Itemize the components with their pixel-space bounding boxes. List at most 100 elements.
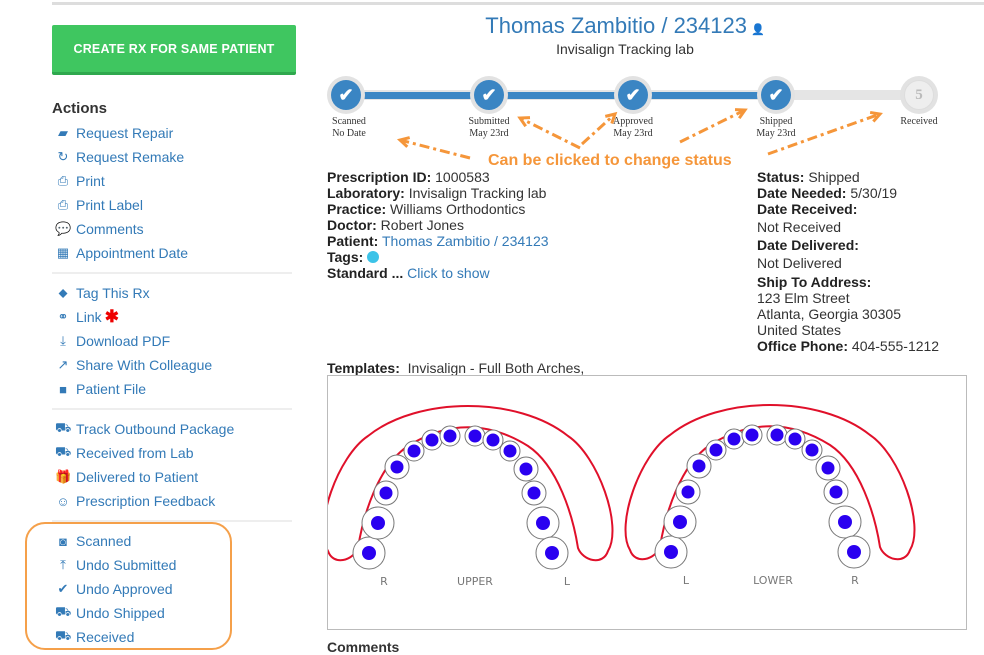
truck-icon: ⛟ (55, 628, 72, 643)
sidebar-divider (52, 272, 292, 274)
label: Date Delivered: (757, 237, 859, 253)
print-icon: ⎙ (57, 173, 69, 188)
create-rx-same-patient-button[interactable]: CREATE RX FOR SAME PATIENT (52, 25, 296, 75)
action-download-pdf[interactable]: ⤓Download PDF (55, 330, 170, 352)
action-prescription-feedback[interactable]: ☺ Prescription Feedback (55, 490, 215, 512)
annotation-arrow (580, 112, 617, 146)
practice: Williams Orthodontics (390, 201, 526, 217)
action-label: Patient File (76, 381, 147, 397)
action-link[interactable]: ⚭Link✱ (55, 306, 119, 328)
status-step-approved[interactable]: ✔ (614, 76, 652, 114)
lab-subtitle: Invisalign Tracking lab (556, 41, 694, 57)
step-number: 5 (904, 80, 934, 110)
action-label: Tag This Rx (76, 285, 150, 301)
lower-left-label: L (683, 574, 690, 587)
tooth-marker (390, 460, 404, 474)
tooth-marker (847, 545, 861, 559)
action-share-with-colleague[interactable]: ↗Share With Colleague (55, 354, 213, 376)
date-received: Not Received (757, 219, 842, 235)
comments-icon: 💬 (55, 221, 72, 236)
prescription-details: Prescription ID: 1000583 Laboratory: Inv… (327, 169, 549, 281)
action-undo-approved[interactable]: ✔ Undo Approved (55, 578, 173, 600)
action-label: Scanned (76, 533, 132, 549)
person-icon: 👤 (751, 24, 765, 36)
action-track-outbound-package[interactable]: ⛟Track Outbound Package (55, 418, 234, 440)
annotation-arrow (399, 138, 471, 160)
action-label: Received from Lab (76, 445, 194, 461)
action-label: Delivered to Patient (76, 469, 199, 485)
status-step-received[interactable]: 5 (900, 76, 938, 114)
step-label: Received (879, 116, 959, 128)
standard-click-to-show-link[interactable]: Click to show (407, 265, 490, 281)
status-details: Status: Shipped Date Needed: 5/30/19 Dat… (757, 169, 939, 354)
action-label: Prescription Feedback (76, 493, 216, 509)
action-comments[interactable]: 💬 Comments (55, 218, 144, 240)
step-name: Submitted (468, 116, 510, 127)
tooth-marker (692, 459, 706, 473)
action-label: Print (76, 173, 105, 189)
camera-icon: ◙ (59, 533, 67, 549)
step-name: Received (900, 116, 938, 127)
actions-heading: Actions (52, 100, 108, 117)
patient-title-link[interactable]: Thomas Zambitio / 234123 (485, 13, 747, 38)
tooth-marker (681, 485, 695, 499)
required-asterisk-icon: ✱ (104, 307, 119, 326)
action-request-repair[interactable]: ▰Request Repair (55, 122, 173, 144)
action-received-from-lab[interactable]: ⛟Received from Lab (55, 442, 194, 464)
action-print-label[interactable]: ⎙Print Label (55, 194, 143, 216)
status-step-scanned[interactable]: ✔ (327, 76, 365, 114)
action-appointment-date[interactable]: ▦Appointment Date (55, 242, 188, 264)
step-name: Shipped (759, 116, 793, 127)
label: Patient: (327, 233, 379, 249)
tooth-marker (536, 516, 550, 530)
truck-icon: ⛟ (55, 604, 72, 619)
status-actions-highlight (25, 522, 232, 650)
label: Ship To Address: (757, 274, 872, 290)
action-label: Track Outbound Package (76, 421, 235, 437)
action-delivered-to-patient[interactable]: 🎁 Delivered to Patient (55, 466, 198, 488)
office-phone: 404-555-1212 (851, 338, 940, 354)
action-label: Undo Shipped (76, 605, 165, 621)
status-step-shipped[interactable]: ✔ (757, 76, 795, 114)
action-label: Download PDF (76, 333, 171, 349)
action-label: Share With Colleague (76, 357, 213, 373)
check-icon: ✔ (618, 80, 648, 110)
label: Tags: (327, 249, 364, 265)
tooth-marker (709, 443, 723, 457)
step-date: No Date (332, 128, 366, 139)
step-date: May 23rd (756, 128, 796, 139)
tooth-marker (545, 546, 559, 560)
action-received[interactable]: ⛟Received (55, 626, 134, 648)
step-name: Scanned (332, 116, 366, 127)
status-step-submitted[interactable]: ✔ (470, 76, 508, 114)
annotation-arrow (519, 116, 581, 150)
action-label: Comments (76, 221, 144, 237)
patient-link[interactable]: Thomas Zambitio / 234123 (381, 233, 549, 249)
action-patient-file[interactable]: ■Patient File (55, 378, 146, 400)
label: Templates: (327, 360, 400, 376)
gift-icon: 🎁 (55, 469, 72, 484)
tooth-chart-svg: R UPPER L L LOWER R (322, 404, 916, 588)
tooth-marker (788, 432, 802, 446)
action-undo-submitted[interactable]: ⤒Undo Submitted (55, 554, 176, 576)
tooth-marker (503, 444, 517, 458)
label: Practice: (327, 201, 387, 217)
check-icon: ✔ (57, 581, 69, 596)
address-line3: United States (757, 322, 842, 338)
action-label: Undo Approved (76, 581, 173, 597)
action-undo-shipped[interactable]: ⛟ Undo Shipped (55, 602, 165, 624)
tag-dot[interactable] (367, 251, 380, 263)
upper-arch-label: UPPER (457, 575, 493, 588)
smile-icon: ☺ (56, 493, 70, 509)
tooth-marker (379, 486, 393, 500)
tooth-marker (829, 485, 843, 499)
tooth-marker (727, 432, 741, 446)
lower-right-label: R (851, 574, 859, 587)
action-tag-this-rx[interactable]: ⬥Tag This Rx (55, 282, 150, 304)
eraser-icon: ▰ (58, 125, 68, 140)
action-scanned[interactable]: ◙ Scanned (55, 530, 131, 552)
action-print[interactable]: ⎙ Print (55, 170, 105, 192)
action-request-remake[interactable]: ↻Request Remake (55, 146, 185, 168)
print-icon: ⎙ (57, 197, 69, 212)
